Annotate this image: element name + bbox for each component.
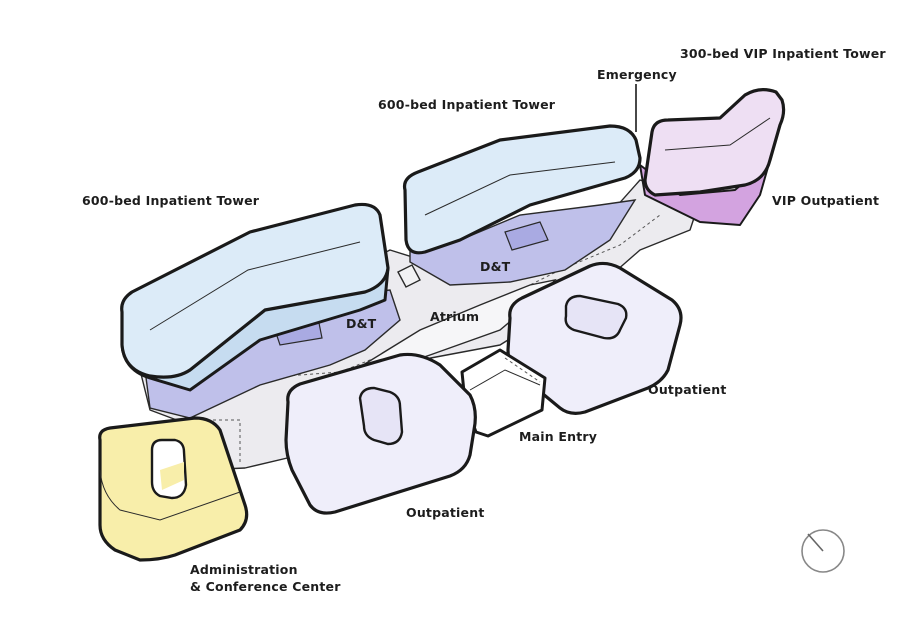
label-admin-line1: Administration <box>190 562 298 577</box>
admin-block <box>98 416 249 562</box>
dt-right-block <box>409 199 637 286</box>
tower-left <box>120 202 390 392</box>
label-emergency: Emergency <box>597 67 677 82</box>
label-tower-left: 600-bed Inpatient Tower <box>82 193 260 208</box>
label-main-entry: Main Entry <box>519 429 598 444</box>
label-dt-left: D&T <box>346 316 377 331</box>
label-vip-outpatient: VIP Outpatient <box>772 193 880 208</box>
label-outpatient-bottom: Outpatient <box>406 505 485 520</box>
label-vip-tower: 300-bed VIP Inpatient Tower <box>680 46 886 61</box>
label-tower-center: 600-bed Inpatient Tower <box>378 97 556 112</box>
core-box <box>397 264 421 288</box>
outpatient-bottom-block <box>284 352 477 515</box>
label-admin-line2: & Conference Center <box>190 579 341 594</box>
label-atrium: Atrium <box>430 309 480 324</box>
north-arrow-icon <box>801 529 845 573</box>
vip-tower <box>643 88 786 197</box>
tower-center <box>402 124 642 255</box>
label-dt-right: D&T <box>480 259 511 274</box>
label-outpatient-right: Outpatient <box>648 382 727 397</box>
